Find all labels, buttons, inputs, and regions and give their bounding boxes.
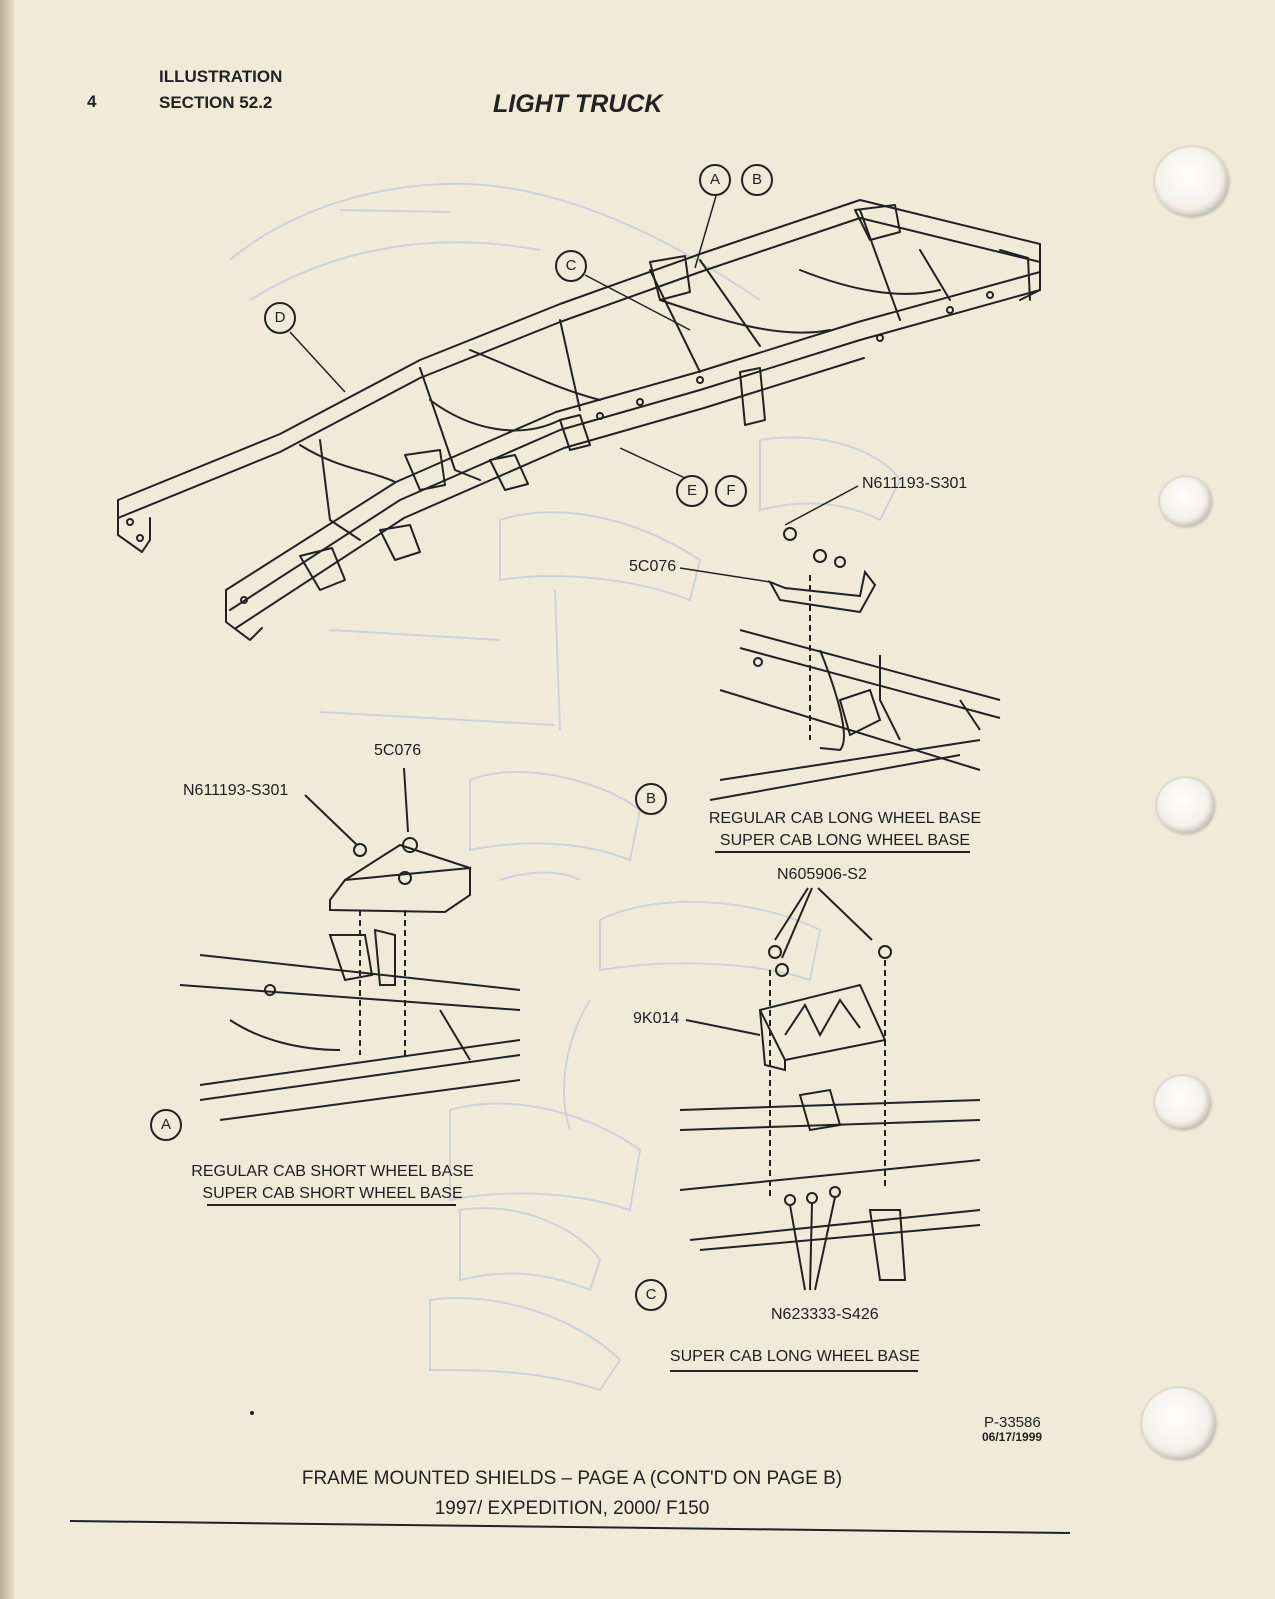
detail-b-art [709, 527, 1001, 801]
header-illustration: ILLUSTRATION [159, 67, 283, 86]
truck-frame-line-art [117, 199, 1041, 641]
detail-b-caption-line1: REGULAR CAB LONG WHEEL BASE [708, 810, 982, 827]
binder-hole-4 [1155, 1076, 1211, 1130]
detail-c-caption: SUPER CAB LONG WHEEL BASE [660, 1346, 930, 1368]
callout-e-main: E [676, 475, 708, 507]
leader-lines-main [289, 195, 859, 583]
page-number: 4 [87, 92, 97, 111]
binder-hole-1 [1155, 147, 1229, 217]
detail-b-shield-label: 5C076 [629, 558, 677, 575]
binder-hole-5 [1142, 1388, 1216, 1460]
bleed-through-art [229, 182, 902, 1392]
callout-f-main: F [715, 475, 747, 507]
callout-b-main: B [741, 164, 773, 196]
detail-a-caption: REGULAR CAB SHORT WHEEL BASE SUPER CAB S… [190, 1161, 475, 1205]
footer-models: 1997/ EXPEDITION, 2000/ F150 [434, 1498, 710, 1519]
page-title: LIGHT TRUCK [493, 90, 663, 118]
footer-rule [69, 1520, 1071, 1534]
callout-c-main: C [555, 250, 587, 282]
ink-speck [250, 1411, 254, 1415]
page-binding-edge [0, 0, 14, 1599]
detail-b-caption-line2: SUPER CAB LONG WHEEL BASE [719, 832, 971, 849]
callout-c-detail: C [635, 1279, 667, 1311]
detail-c-caption-line1: SUPER CAB LONG WHEEL BASE [669, 1348, 921, 1365]
detail-b-caption: REGULAR CAB LONG WHEEL BASE SUPER CAB LO… [700, 808, 990, 852]
detail-c-art [679, 887, 981, 1291]
detail-b-bolt-label: N611193-S301 [862, 475, 968, 492]
figure-date: 06/17/1999 [982, 1430, 1043, 1444]
header-section: SECTION 52.2 [159, 93, 273, 112]
callout-d-main: D [264, 302, 296, 334]
footer-title: FRAME MOUNTED SHIELDS – PAGE A (CONT'D O… [301, 1468, 843, 1489]
detail-c-nut-label: N623333-S426 [771, 1306, 879, 1323]
detail-a-bolt-label: N611193-S301 [183, 782, 289, 799]
detail-a-caption-line1: REGULAR CAB SHORT WHEEL BASE [191, 1163, 474, 1180]
detail-a-shield-label: 5C076 [374, 742, 422, 759]
caption-underlines [207, 851, 970, 1372]
callout-b-detail: B [635, 783, 667, 815]
detail-a-caption-line2: SUPER CAB SHORT WHEEL BASE [202, 1185, 463, 1202]
callout-a-main: A [699, 164, 731, 196]
callout-a-detail: A [150, 1109, 182, 1141]
binder-hole-2 [1160, 477, 1212, 527]
figure-number: P-33586 [984, 1414, 1041, 1431]
detail-a-art [179, 767, 521, 1121]
binder-hole-3 [1157, 778, 1215, 834]
detail-c-bolt-label: N605906-S2 [777, 866, 867, 883]
detail-c-shield-label: 9K014 [633, 1010, 680, 1027]
